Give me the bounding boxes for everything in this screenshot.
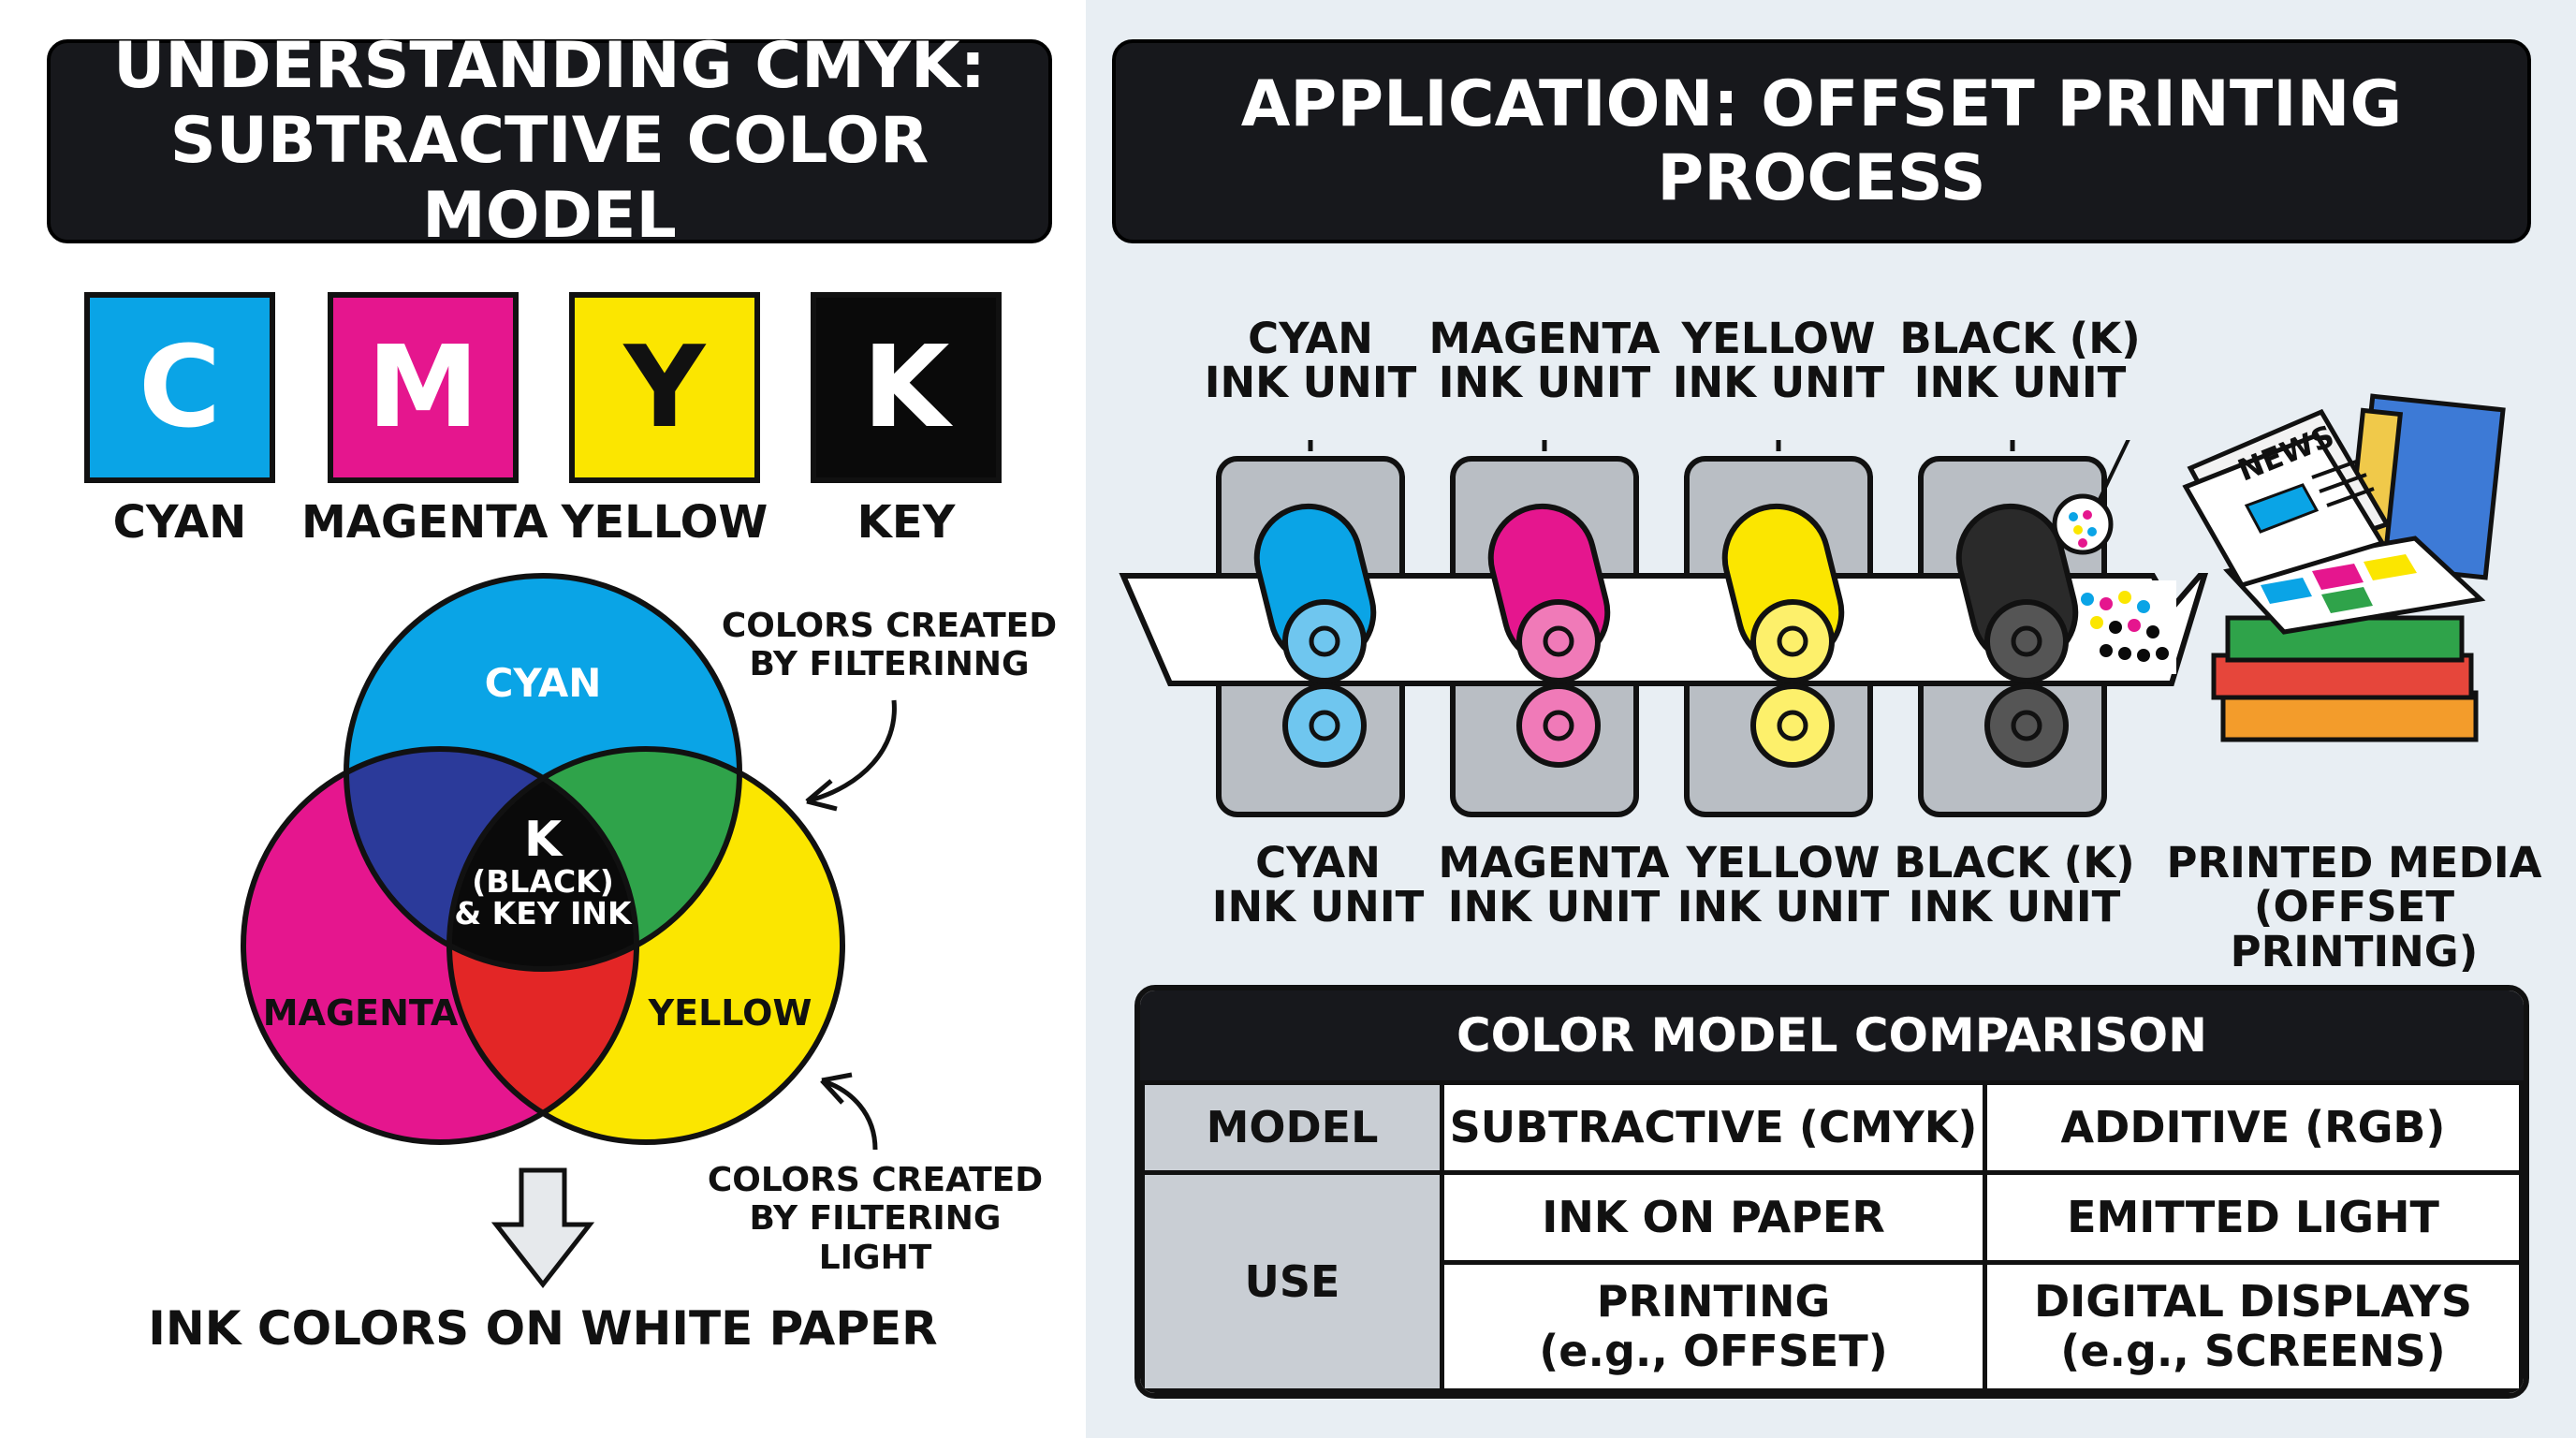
table-title: COLOR MODEL COMPARISON xyxy=(1140,990,2524,1080)
venn-center-label: K (BLACK) & KEY INK xyxy=(440,814,646,931)
unit-bottom-yellow-line2: INK UNIT xyxy=(1676,882,1890,932)
arrow-top-curve xyxy=(809,699,897,803)
unit-top-cyan: CYAN INK UNIT xyxy=(1189,316,1432,405)
unit-top-magenta-line2: INK UNIT xyxy=(1438,358,1651,408)
swatch-key-letter: K xyxy=(862,322,950,453)
annotation-arrows xyxy=(490,699,897,1289)
down-arrow-icon xyxy=(490,1167,595,1289)
unit-bottom-magenta-line2: INK UNIT xyxy=(1447,882,1661,932)
venn-label-yellow: YELLOW xyxy=(648,992,812,1034)
arrow-bottom-curve xyxy=(823,1078,878,1151)
cell-printing: PRINTING (e.g., OFFSET) xyxy=(1440,1260,1987,1393)
row-use: USE xyxy=(1140,1170,1444,1393)
yellow-rollers xyxy=(1721,503,1845,768)
unit-bottom-yellow-line1: YELLOW xyxy=(1686,838,1881,888)
halftone-patch xyxy=(2069,580,2176,674)
unit-bottom-cyan-line2: INK UNIT xyxy=(1211,882,1425,932)
venn-label-magenta: MAGENTA xyxy=(262,992,459,1034)
unit-top-yellow: YELLOW INK UNIT xyxy=(1657,316,1900,405)
cell-digital-line1: DIGITAL DISPLAYS xyxy=(2034,1276,2472,1328)
venn-center-k: K xyxy=(523,812,563,868)
printed-media-line2: (OFFSET PRINTING) xyxy=(2230,882,2479,976)
cell-digital-displays: DIGITAL DISPLAYS (e.g., SCREENS) xyxy=(1983,1260,2524,1393)
note-top-line2: BY FILTERINNG xyxy=(749,645,1030,684)
unit-top-black: BLACK (K) INK UNIT xyxy=(1898,316,2142,405)
unit-top-cyan-line1: CYAN xyxy=(1248,314,1373,363)
venn-center-line2: & KEY INK xyxy=(454,895,632,932)
unit-top-yellow-line1: YELLOW xyxy=(1681,314,1876,363)
unit-bottom-black: BLACK (K) INK UNIT xyxy=(1893,841,2136,930)
cell-printing-line1: PRINTING xyxy=(1596,1276,1831,1328)
offset-title: APPLICATION: OFFSET PRINTING PROCESS xyxy=(1112,39,2531,243)
cmyk-title-line2: SUBTRACTIVE COLOR MODEL xyxy=(169,103,929,254)
printed-media-illustration: NEWS xyxy=(2182,393,2506,742)
venn-center-line1: (BLACK) xyxy=(472,862,614,900)
unit-bottom-black-line1: BLACK (K) xyxy=(1894,838,2135,888)
arrow-top-head xyxy=(805,779,838,812)
swatch-yellow: Y xyxy=(569,292,760,483)
printing-press-illustration xyxy=(1119,440,2209,817)
swatch-cyan: C xyxy=(84,292,275,483)
unit-bottom-magenta-line1: MAGENTA xyxy=(1438,838,1670,888)
swatch-key: K xyxy=(811,292,1002,483)
unit-bottom-yellow: YELLOW INK UNIT xyxy=(1661,841,1905,930)
unit-top-black-line1: BLACK (K) xyxy=(1899,314,2141,363)
swatch-label-magenta: MAGENTA xyxy=(301,496,549,549)
black-rollers xyxy=(1955,503,2079,768)
note-bottom-line1: COLORS CREATED xyxy=(707,1161,1044,1199)
arrow-bottom-head xyxy=(820,1072,853,1105)
note-bottom-line2: BY FILTERING LIGHT xyxy=(749,1199,1002,1277)
swatch-yellow-letter: Y xyxy=(623,322,706,453)
cmyk-title: UNDERSTANDING CMYK: SUBTRACTIVE COLOR MO… xyxy=(47,29,1052,253)
col-additive: ADDITIVE (RGB) xyxy=(1983,1080,2524,1175)
cell-digital-line2: (e.g., SCREENS) xyxy=(2060,1326,2446,1376)
ink-colors-caption: INK COLORS ON WHITE PAPER xyxy=(148,1301,938,1356)
swatch-magenta: M xyxy=(328,292,519,483)
cmyk-venn-diagram xyxy=(241,573,845,1145)
cmyk-title-line1: UNDERSTANDING CMYK: xyxy=(113,28,986,103)
cell-emitted-light: EMITTED LIGHT xyxy=(1983,1170,2524,1265)
color-model-comparison-table: COLOR MODEL COMPARISON MODEL SUBTRACTIVE… xyxy=(1134,985,2529,1399)
note-colors-created-top: COLORS CREATED BY FILTERINNG xyxy=(721,607,1058,684)
unit-bottom-cyan-line1: CYAN xyxy=(1255,838,1381,888)
cyan-rollers xyxy=(1253,503,1377,768)
unit-bottom-black-line2: INK UNIT xyxy=(1908,882,2121,932)
printed-media-line1: PRINTED MEDIA xyxy=(2166,838,2542,888)
newspaper-icon: NEWS xyxy=(2182,408,2391,588)
col-subtractive: SUBTRACTIVE (CMYK) xyxy=(1440,1080,1987,1175)
col-model: MODEL xyxy=(1140,1080,1444,1175)
unit-bottom-cyan: CYAN INK UNIT xyxy=(1196,841,1440,930)
magenta-rollers xyxy=(1487,503,1611,768)
swatch-cyan-letter: C xyxy=(138,322,222,453)
unit-top-yellow-line2: INK UNIT xyxy=(1672,358,1885,408)
printed-media-label: PRINTED MEDIA (OFFSET PRINTING) xyxy=(2162,841,2546,974)
venn-label-cyan: CYAN xyxy=(484,660,602,706)
unit-top-magenta: MAGENTA INK UNIT xyxy=(1423,316,1666,405)
unit-top-cyan-line2: INK UNIT xyxy=(1204,358,1417,408)
cell-ink-on-paper: INK ON PAPER xyxy=(1440,1170,1987,1265)
unit-bottom-magenta: MAGENTA INK UNIT xyxy=(1432,841,1676,930)
swatch-label-key: KEY xyxy=(856,496,956,549)
note-colors-created-bottom: COLORS CREATED BY FILTERING LIGHT xyxy=(693,1161,1058,1277)
unit-top-magenta-line1: MAGENTA xyxy=(1428,314,1661,363)
halftone-magnifier-icon xyxy=(2052,440,2130,555)
swatch-label-yellow: YELLOW xyxy=(561,496,768,549)
venn-black-center xyxy=(449,749,637,969)
unit-top-black-line2: INK UNIT xyxy=(1913,358,2127,408)
cell-printing-line2: (e.g., OFFSET) xyxy=(1539,1326,1888,1376)
note-top-line1: COLORS CREATED xyxy=(721,607,1058,645)
swatch-label-cyan: CYAN xyxy=(112,496,247,549)
swatch-magenta-letter: M xyxy=(367,322,479,453)
